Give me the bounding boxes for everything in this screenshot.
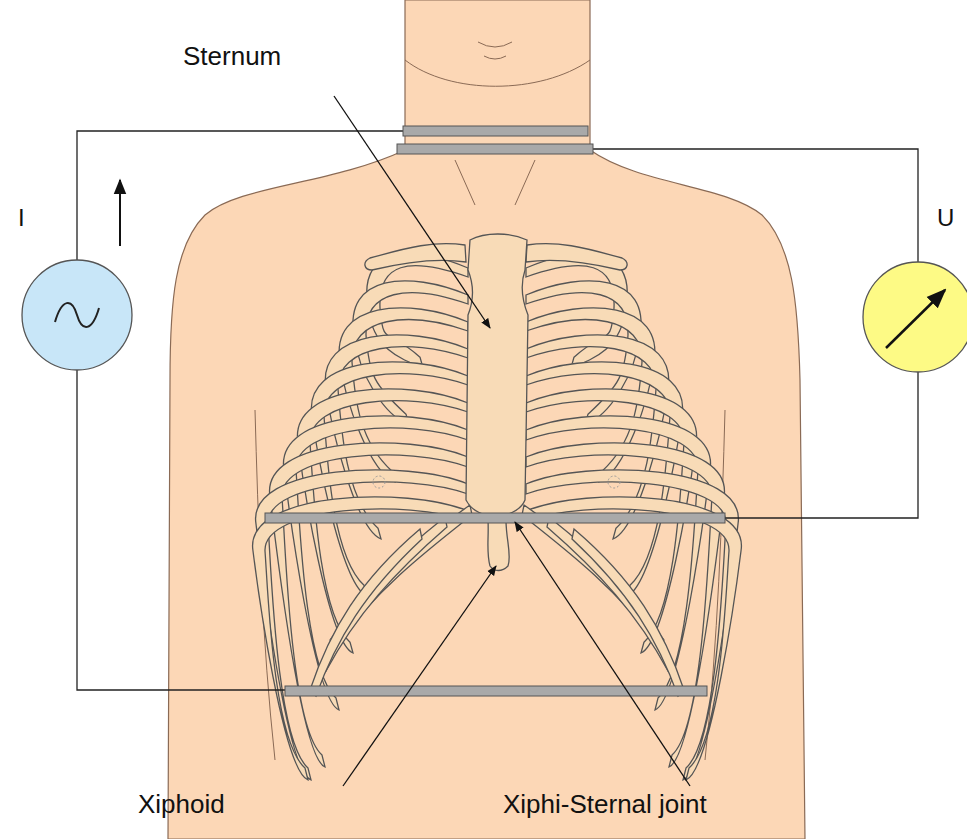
clavicle (365, 244, 466, 270)
mouth (478, 42, 512, 59)
rib (572, 529, 684, 696)
current-arrow (119, 180, 121, 246)
voltage-label: U (937, 205, 954, 231)
nipple (608, 476, 620, 488)
current-source (22, 260, 132, 370)
part-label: Xiphi-Sternal joint (503, 790, 707, 819)
torso (168, 0, 805, 839)
electrode-band (265, 513, 725, 523)
electrode-band (397, 144, 593, 154)
voltmeter (863, 262, 967, 372)
part-label: Xiphoid (138, 790, 225, 819)
electrode-band (403, 126, 588, 136)
rib (547, 517, 674, 671)
electrode-band (285, 686, 707, 696)
xiphoid (488, 520, 510, 571)
neck-lines (455, 160, 535, 205)
leader-line (515, 522, 690, 786)
part-label: Sternum (183, 42, 281, 71)
sine-symbol (55, 303, 99, 327)
current-label: I (18, 205, 25, 231)
rib (310, 529, 422, 696)
nipple (373, 476, 385, 488)
sternum (466, 234, 528, 516)
clavicle (526, 244, 627, 270)
rib (320, 517, 447, 671)
leader-line (343, 566, 496, 786)
chin (405, 60, 590, 86)
leader-line (334, 96, 490, 328)
meter-needle (886, 290, 945, 348)
wire (77, 131, 403, 690)
